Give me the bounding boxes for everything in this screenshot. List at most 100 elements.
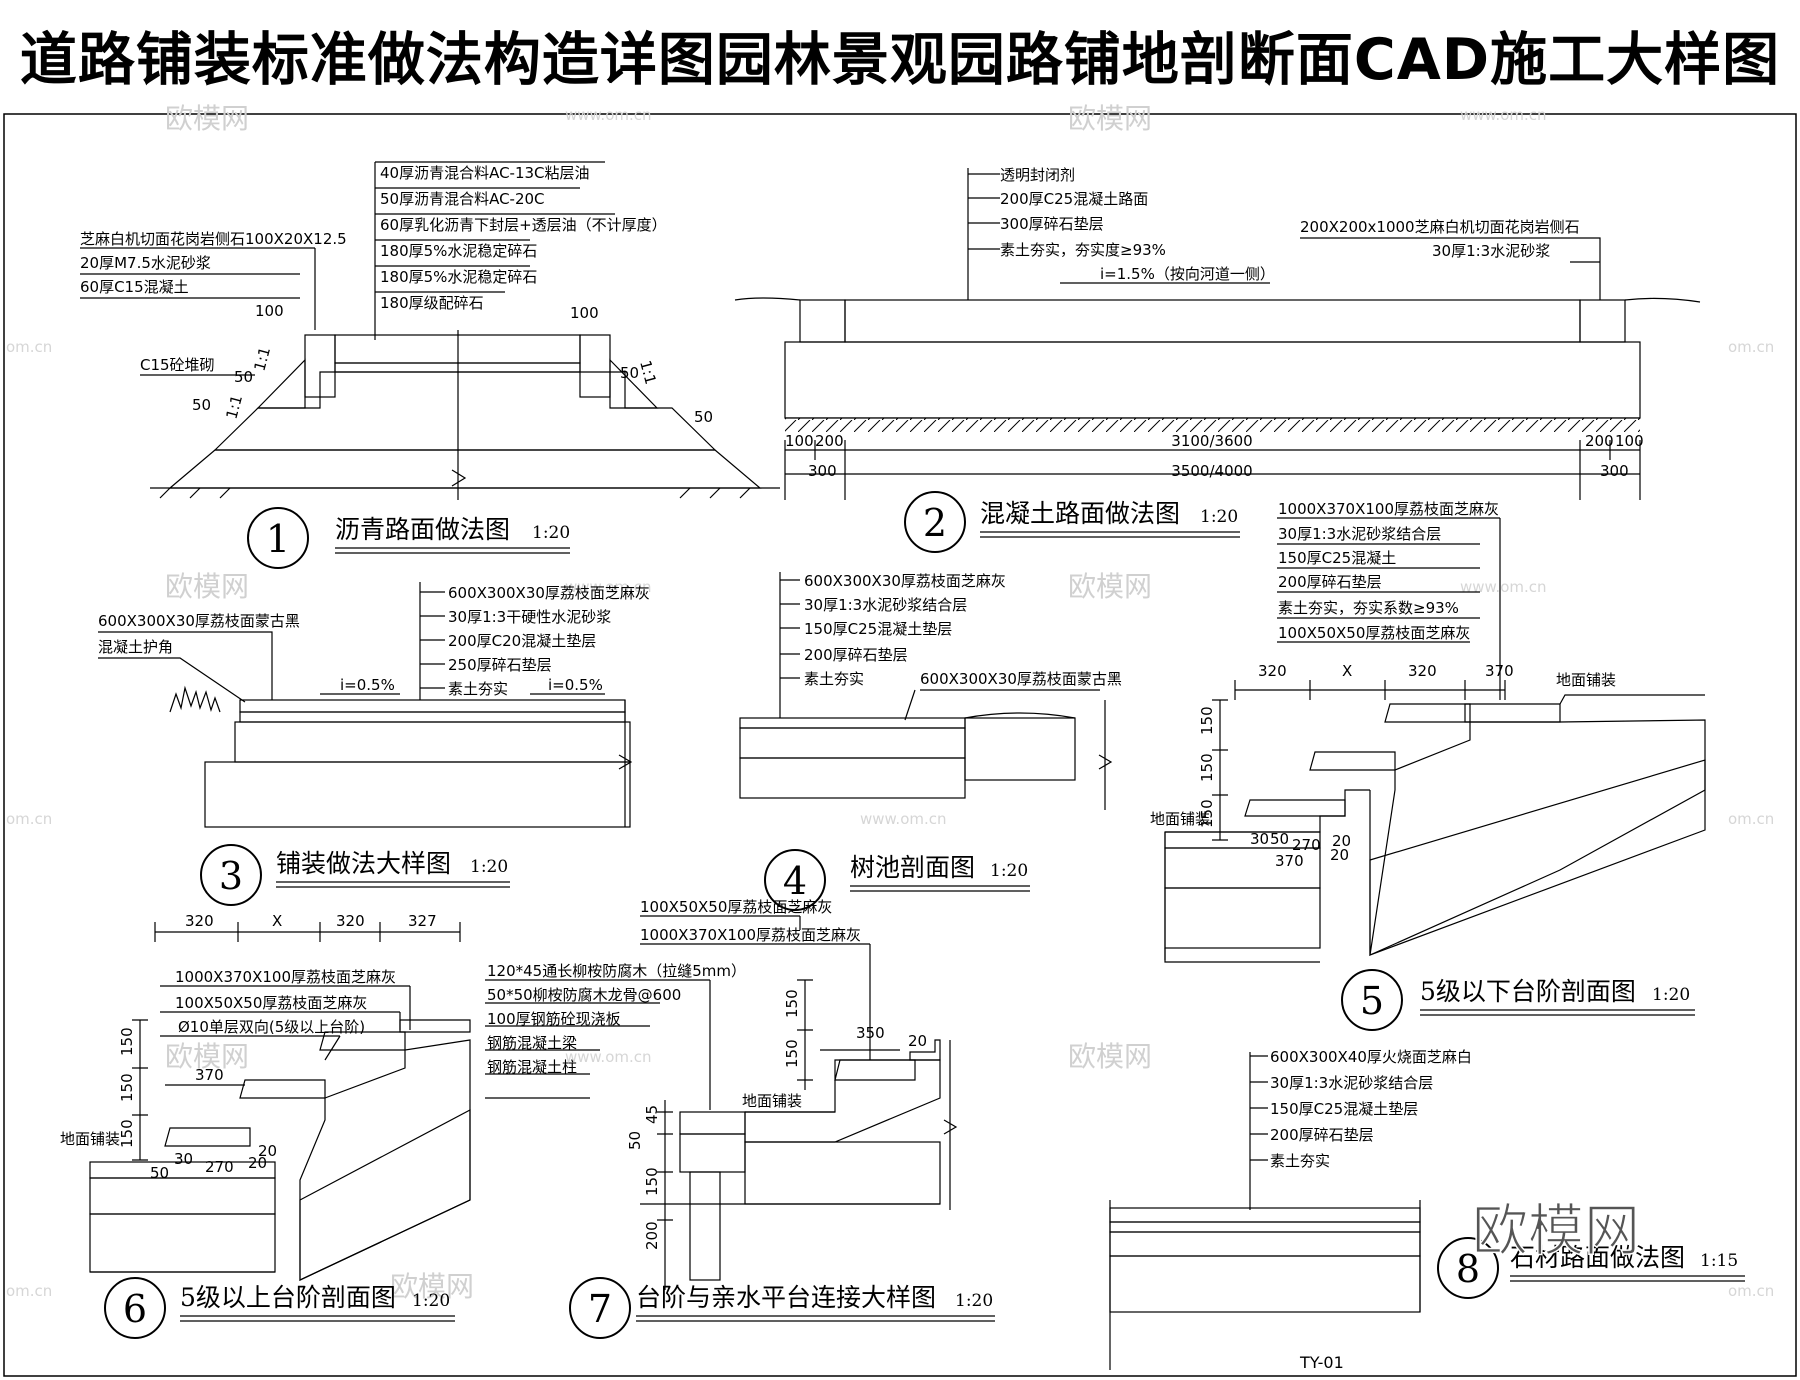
svg-text:20: 20 (258, 1142, 277, 1160)
svg-text:327: 327 (408, 912, 437, 930)
svg-text:1:1: 1:1 (250, 345, 274, 373)
svg-text:3100/3600: 3100/3600 (1171, 432, 1252, 450)
svg-text:300: 300 (1600, 462, 1629, 480)
svg-text:40厚沥青混合料AC-13C粘层油: 40厚沥青混合料AC-13C粘层油 (380, 164, 590, 182)
svg-text:www.om.cn: www.om.cn (860, 810, 947, 828)
svg-text:150厚C25混凝土: 150厚C25混凝土 (1278, 549, 1396, 567)
svg-text:200厚碎石垫层: 200厚碎石垫层 (1270, 1126, 1374, 1144)
svg-text:180厚级配碎石: 180厚级配碎石 (380, 294, 484, 312)
svg-text:混凝土护角: 混凝土护角 (98, 638, 173, 656)
svg-text:150: 150 (118, 1119, 136, 1148)
svg-text:树池剖面图: 树池剖面图 (850, 853, 975, 882)
svg-text:8: 8 (1456, 1247, 1480, 1291)
svg-text:2: 2 (923, 501, 947, 545)
svg-text:50: 50 (150, 1164, 169, 1182)
svg-text:om.cn: om.cn (1728, 810, 1774, 828)
svg-text:50*50柳桉防腐木龙骨@600: 50*50柳桉防腐木龙骨@600 (487, 986, 681, 1004)
svg-text:素土夯实: 素土夯实 (448, 680, 508, 698)
svg-text:150: 150 (118, 1073, 136, 1102)
svg-text:200厚碎石垫层: 200厚碎石垫层 (804, 646, 908, 664)
svg-text:320: 320 (336, 912, 365, 930)
svg-text:600X300X40厚火烧面芝麻白: 600X300X40厚火烧面芝麻白 (1270, 1048, 1472, 1066)
svg-text:i=1.5%（按向河道一侧）: i=1.5%（按向河道一侧） (1100, 265, 1275, 283)
svg-text:180厚5%水泥稳定碎石: 180厚5%水泥稳定碎石 (380, 242, 537, 260)
svg-text:60厚C15混凝土: 60厚C15混凝土 (80, 278, 189, 296)
svg-text:20: 20 (248, 1154, 267, 1172)
detail-1-asphalt-section: 40厚沥青混合料AC-13C粘层油 50厚沥青混合料AC-20C 60厚乳化沥青… (80, 161, 780, 569)
svg-text:320: 320 (1408, 662, 1437, 680)
svg-text:60厚乳化沥青下封层+透层油（不计厚度）: 60厚乳化沥青下封层+透层油（不计厚度） (380, 216, 667, 234)
svg-text:150: 150 (118, 1027, 136, 1056)
svg-text:透明封闭剂: 透明封闭剂 (1000, 166, 1075, 184)
svg-text:100X50X50厚荔枝面芝麻灰: 100X50X50厚荔枝面芝麻灰 (1278, 624, 1470, 642)
svg-text:1:1: 1:1 (636, 358, 660, 386)
svg-text:370: 370 (1485, 662, 1514, 680)
svg-text:100X50X50厚荔枝面芝麻灰: 100X50X50厚荔枝面芝麻灰 (175, 994, 367, 1012)
svg-text:600X300X30厚荔枝面蒙古黑: 600X300X30厚荔枝面蒙古黑 (920, 670, 1122, 688)
detail-1-caption: 沥青路面做法图 (335, 515, 510, 544)
svg-text:200厚C20混凝土垫层: 200厚C20混凝土垫层 (448, 632, 596, 650)
svg-text:om.cn: om.cn (6, 338, 52, 356)
svg-text:150: 150 (643, 1167, 661, 1196)
svg-text:3: 3 (219, 854, 243, 898)
svg-text:1000X370X100厚荔枝面芝麻灰: 1000X370X100厚荔枝面芝麻灰 (1278, 500, 1499, 518)
svg-text:3500/4000: 3500/4000 (1171, 462, 1252, 480)
detail-1-number: 1 (266, 517, 290, 561)
svg-text:200: 200 (1585, 432, 1614, 450)
svg-text:欧模网: 欧模网 (1068, 570, 1152, 603)
svg-text:600X300X30厚荔枝面蒙古黑: 600X300X30厚荔枝面蒙古黑 (98, 612, 300, 630)
svg-text:30厚1:3水泥砂浆结合层: 30厚1:3水泥砂浆结合层 (1270, 1074, 1433, 1092)
watermark-layer: 欧模网 www.om.cn 欧模网 www.om.cn om.cn om.cn … (6, 102, 1774, 1303)
svg-text:Ø10单层双向(5级以上台阶): Ø10单层双向(5级以上台阶) (178, 1018, 365, 1036)
svg-text:5级以下台阶剖面图: 5级以下台阶剖面图 (1420, 977, 1636, 1006)
svg-text:www.om.cn: www.om.cn (1460, 578, 1547, 596)
svg-text:50: 50 (626, 1131, 644, 1150)
svg-text:150: 150 (1198, 799, 1216, 828)
svg-text:150厚C25混凝土垫层: 150厚C25混凝土垫层 (1270, 1100, 1418, 1118)
svg-text:欧模网: 欧模网 (1068, 1040, 1152, 1073)
svg-text:100X50X50厚荔枝面芝麻灰: 100X50X50厚荔枝面芝麻灰 (640, 898, 832, 916)
svg-text:欧模网: 欧模网 (1068, 102, 1152, 135)
svg-text:X: X (272, 912, 282, 930)
svg-text:150: 150 (783, 989, 801, 1018)
detail-1-scale: 1:20 (532, 523, 570, 543)
svg-text:1000X370X100厚荔枝面芝麻灰: 1000X370X100厚荔枝面芝麻灰 (640, 926, 861, 944)
svg-text:100: 100 (255, 302, 284, 320)
svg-text:50: 50 (192, 396, 211, 414)
svg-text:370: 370 (1275, 852, 1304, 870)
svg-text:www.om.cn: www.om.cn (565, 578, 652, 596)
svg-text:50厚沥青混合料AC-20C: 50厚沥青混合料AC-20C (380, 190, 545, 208)
svg-text:200: 200 (815, 432, 844, 450)
sheet-number: TY-01 (1299, 1353, 1344, 1372)
svg-text:素土夯实，夯实度≥93%: 素土夯实，夯实度≥93% (1000, 241, 1166, 259)
svg-text:C15砼堆砌: C15砼堆砌 (140, 356, 215, 374)
svg-text:欧模网: 欧模网 (165, 102, 249, 135)
svg-text:1:1: 1:1 (222, 393, 246, 421)
svg-text:320: 320 (185, 912, 214, 930)
svg-text:270: 270 (205, 1158, 234, 1176)
svg-text:欧模网: 欧模网 (165, 1040, 249, 1073)
svg-text:20: 20 (1332, 832, 1351, 850)
svg-text:30厚1:3水泥砂浆结合层: 30厚1:3水泥砂浆结合层 (804, 596, 967, 614)
detail-3-paving-section: 600X300X30厚荔枝面芝麻灰 30厚1:3干硬性水泥砂浆 200厚C20混… (98, 582, 650, 906)
svg-text:4: 4 (783, 859, 807, 903)
svg-text:250厚碎石垫层: 250厚碎石垫层 (448, 656, 552, 674)
svg-text:地面铺装: 地面铺装 (1150, 810, 1210, 828)
svg-text:600X300X30厚荔枝面芝麻灰: 600X300X30厚荔枝面芝麻灰 (804, 572, 1006, 590)
svg-text:om.cn: om.cn (6, 810, 52, 828)
svg-text:钢筋混凝土柱: 钢筋混凝土柱 (487, 1058, 577, 1076)
svg-text:www.om.cn: www.om.cn (565, 106, 652, 124)
svg-text:1:20: 1:20 (955, 1291, 993, 1311)
detail-8-stone-road-section: 600X300X40厚火烧面芝麻白 30厚1:3水泥砂浆结合层 150厚C25混… (1109, 1048, 1745, 1370)
svg-text:www.om.cn: www.om.cn (565, 1048, 652, 1066)
svg-text:地面铺装: 地面铺装 (742, 1092, 802, 1110)
svg-text:www.om.cn: www.om.cn (1460, 106, 1547, 124)
svg-text:30: 30 (1250, 830, 1269, 848)
svg-text:欧模网: 欧模网 (390, 1270, 474, 1303)
detail-4-tree-pit-section: 600X300X30厚荔枝面芝麻灰 30厚1:3水泥砂浆结合层 150厚C25混… (739, 572, 1122, 911)
svg-text:素土夯实: 素土夯实 (804, 670, 864, 688)
svg-text:50: 50 (1270, 830, 1289, 848)
detail-1-number-circle (247, 507, 309, 569)
svg-text:50: 50 (620, 364, 639, 382)
